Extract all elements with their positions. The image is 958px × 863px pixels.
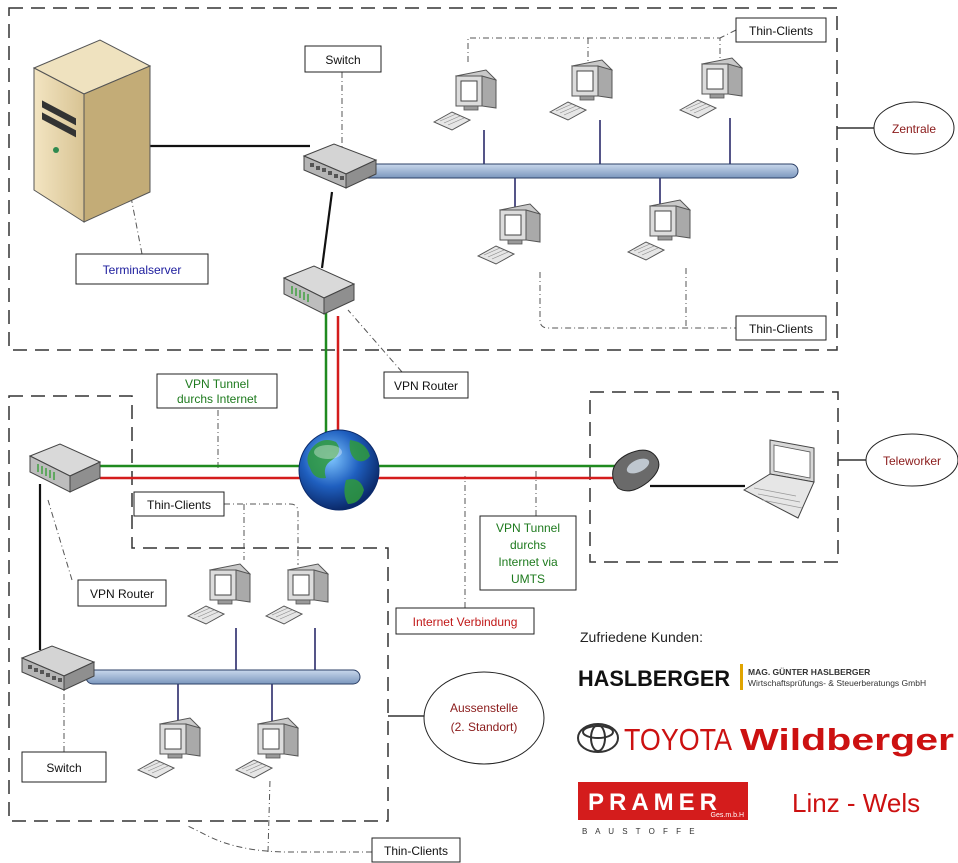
pramer-suffix: Ges.m.b.H: [711, 812, 744, 819]
pramer-cities: Linz - Wels: [792, 788, 920, 818]
vpn-tunnel-umts-line3: Internet via: [498, 555, 558, 569]
toyota-logo: TOYOTA Wildberger: [577, 722, 954, 757]
toyota-emblem-icon: [577, 723, 619, 753]
vpn-tunnel-internet-line1: VPN Tunnel: [185, 377, 249, 391]
toyota-brand: TOYOTA: [624, 722, 732, 757]
aussenstelle-boundary: [8, 395, 389, 822]
laptop-icon: [742, 439, 815, 519]
zentrale-boundary: [8, 7, 838, 351]
internet-verbindung-label: Internet Verbindung: [413, 615, 518, 629]
thin-client-icon: [627, 199, 691, 261]
switch-icon-aussenstelle: [21, 645, 95, 691]
haslberger-logo: HASLBERGER MAG. GÜNTER HASLBERGER Wirtsc…: [578, 664, 926, 691]
site-label-zentrale: Zentrale: [892, 122, 936, 136]
thin-clients-label-top: Thin-Clients: [749, 24, 813, 38]
thin-client-icon: [433, 69, 497, 131]
pramer-logo: PRAMER Ges.m.b.H B A U S T O F F E Linz …: [578, 782, 920, 836]
site-label-teleworker: Teleworker: [883, 454, 941, 468]
switch-label-zentrale: Switch: [325, 53, 360, 67]
thin-client-icon: [137, 717, 201, 779]
terminal-server-icon: [32, 39, 152, 223]
haslberger-name: HASLBERGER: [578, 666, 730, 691]
terminalserver-label: Terminalserver: [103, 263, 182, 277]
vpn-tunnel-umts-line1: VPN Tunnel: [496, 521, 560, 535]
vpn-tunnel-internet-line2: durchs Internet: [177, 392, 258, 406]
thin-clients-label-bottom: Thin-Clients: [384, 844, 448, 858]
lan-bus-zentrale: [359, 163, 799, 179]
toyota-dealer: Wildberger: [740, 722, 954, 757]
pramer-sub: B A U S T O F F E: [582, 827, 698, 836]
thin-client-icon: [549, 59, 613, 121]
vpn-router-label-zentrale: VPN Router: [394, 379, 458, 393]
vpn-router-icon-zentrale: [283, 265, 355, 315]
thin-clients-label-mid: Thin-Clients: [749, 322, 813, 336]
thin-client-icon: [235, 717, 299, 779]
customers-heading: Zufriedene Kunden:: [580, 629, 703, 645]
vpn-tunnel-umts-line2: durchs: [510, 538, 546, 552]
switch-label-aussenstelle: Switch: [46, 761, 81, 775]
lan-bus-aussenstelle: [85, 669, 361, 685]
thin-client-icon: [477, 203, 541, 265]
thin-clients-label-branch: Thin-Clients: [147, 498, 211, 512]
thin-client-icon: [187, 563, 251, 625]
haslberger-line1: MAG. GÜNTER HASLBERGER: [748, 667, 870, 677]
thin-client-icon: [679, 57, 743, 119]
switch-icon-zentrale: [303, 143, 377, 189]
vpn-router-label-aussenstelle: VPN Router: [90, 587, 154, 601]
pramer-name: PRAMER: [588, 789, 722, 816]
haslberger-line2: Wirtschaftsprüfungs- & Steuerberatungs G…: [748, 678, 926, 688]
thin-client-icon: [265, 563, 329, 625]
site-label-aussenstelle-line2: (2. Standort): [451, 720, 518, 734]
internet-globe-icon: [298, 429, 380, 511]
umts-phone-icon: [612, 449, 660, 492]
vpn-tunnel-umts-line4: UMTS: [511, 572, 545, 586]
site-label-aussenstelle-line1: Aussenstelle: [450, 701, 518, 715]
